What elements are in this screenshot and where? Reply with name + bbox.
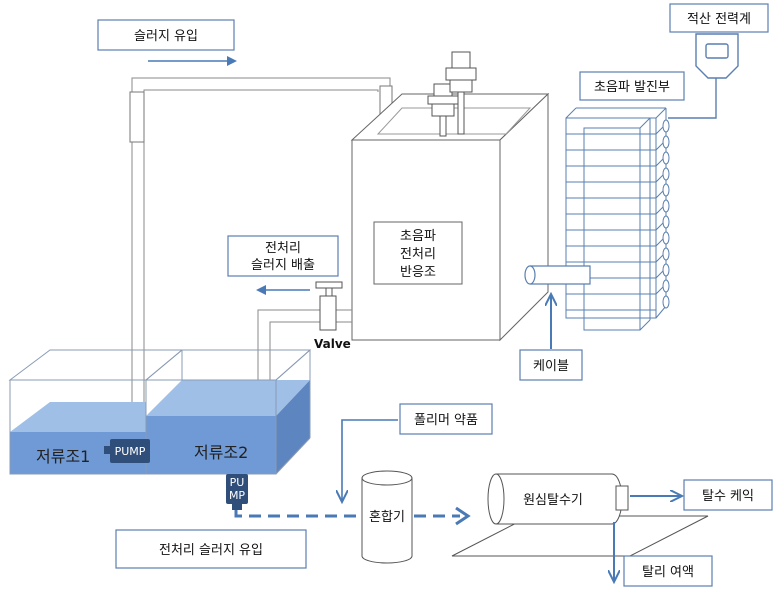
pump-1: PUMP — [104, 439, 150, 463]
transducer-1 — [427, 83, 459, 137]
cake-label-box: 탈수 케익 — [683, 479, 773, 511]
cable-label-box: 케이블 — [519, 349, 583, 381]
valve-label: Valve — [314, 337, 351, 351]
flow-pump-to-mixer — [234, 510, 356, 518]
exciter-label: 초음파 발진부 — [594, 80, 670, 95]
pre-sludge-in-box: 전처리 슬러지 유입 — [115, 529, 307, 569]
flow-mixer-arrowhead — [455, 506, 471, 526]
centrifuge: 원심탈수기 — [487, 473, 629, 525]
pre-sludge-out-box: 전처리 슬러지 배출 — [227, 235, 339, 277]
pump1-label: PUMP — [115, 445, 146, 458]
pump-2: PU MP — [226, 474, 248, 510]
sludge-inflow-label: 슬러지 유입 — [134, 29, 198, 44]
pre-sludge-in-label: 전처리 슬러지 유입 — [159, 543, 263, 558]
exciter-label-box: 초음파 발진부 — [579, 71, 685, 101]
ultrasonic-exciter-stack — [565, 107, 670, 331]
power-meter-line — [668, 86, 717, 119]
storage-tanks: 저류조1 저류조2 — [8, 349, 312, 475]
centrifuge-label: 원심탈수기 — [523, 493, 583, 508]
reactor-label-box: 초음파 전처리 반응조 — [373, 221, 463, 285]
transducer-2 — [445, 51, 477, 135]
ultrasonic-reactor — [350, 92, 550, 342]
polymer-label-box: 폴리머 약품 — [399, 403, 493, 435]
pre-sludge-out-line1: 전처리 — [265, 241, 301, 256]
pre-sludge-out-line2: 슬러지 배출 — [251, 258, 315, 273]
cable-connector — [524, 265, 591, 285]
tank2-label: 저류조2 — [194, 443, 248, 462]
power-meter-device — [695, 33, 739, 86]
separated-liquid-label: 탈리 여액 — [642, 565, 694, 580]
mixer-label: 혼합기 — [369, 510, 405, 525]
tank1-label: 저류조1 — [36, 447, 90, 466]
mixer: 혼합기 — [361, 470, 413, 564]
centrifuge-base — [451, 515, 709, 557]
separated-liquid-label-box: 탈리 여액 — [623, 555, 713, 587]
pump2-label-line2: MP — [229, 489, 245, 502]
power-meter-label-box: 적산 전력계 — [669, 3, 769, 33]
sludge-inflow-box: 슬러지 유입 — [97, 19, 235, 51]
reactor-label-line2: 전처리 — [400, 247, 436, 262]
cake-label: 탈수 케익 — [702, 489, 754, 504]
reactor-label-line3: 반응조 — [400, 265, 436, 280]
reactor-label-line1: 초음파 — [400, 229, 436, 244]
polymer-label: 폴리머 약품 — [414, 413, 478, 428]
valve — [315, 281, 343, 331]
polymer-arrow — [342, 419, 398, 500]
power-meter-label: 적산 전력계 — [687, 12, 751, 27]
cable-label: 케이블 — [533, 359, 569, 374]
pump2-label-line1: PU — [230, 476, 245, 489]
